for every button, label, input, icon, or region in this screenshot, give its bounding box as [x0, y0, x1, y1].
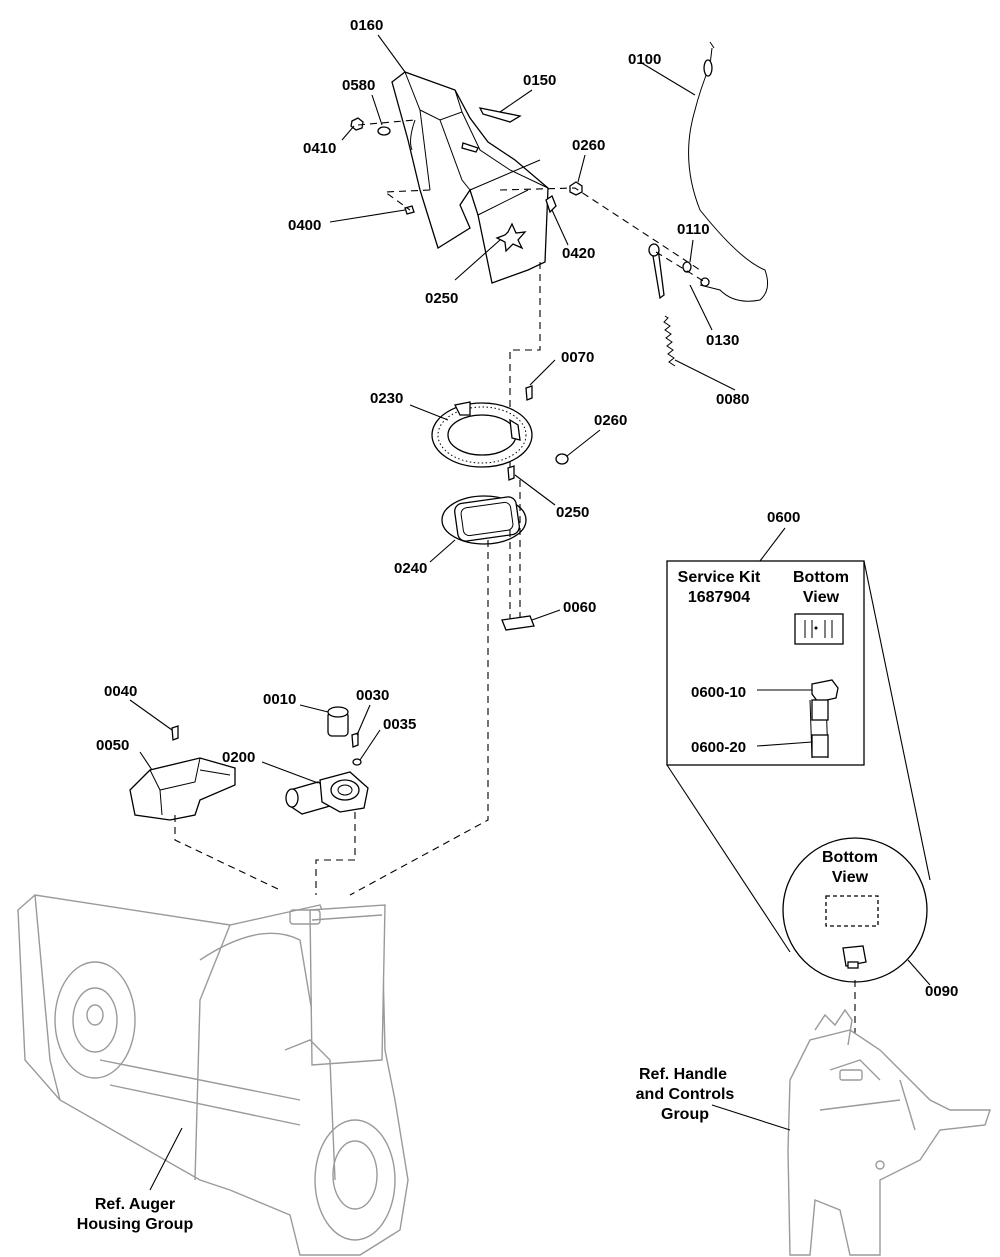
spring-0080-part [663, 315, 676, 367]
hardware-0035-washer [352, 758, 362, 766]
service-kit-bottom-label: Bottom [793, 569, 849, 586]
handle-controls-reference [787, 1008, 991, 1256]
clip-0060-part [501, 615, 535, 631]
chute-ring-0230-part [431, 401, 569, 468]
hardware-0420-bracket [545, 195, 557, 214]
callout-0600-20: 0600-20 [691, 739, 746, 756]
callout-0110: 0110 [677, 221, 710, 238]
callout-0030: 0030 [356, 687, 389, 704]
callout-0130: 0130 [706, 332, 739, 349]
service-kit-view-label: View [803, 589, 840, 606]
callout-0600-10: 0600-10 [691, 684, 746, 701]
auger-housing-reference [17, 894, 409, 1256]
rod-0130-part [648, 243, 710, 300]
hardware-0150-plate [461, 107, 522, 153]
hardware-0030-screw [351, 732, 359, 748]
callout-0250-upper: 0250 [425, 290, 458, 307]
detail-view-label: View [832, 869, 869, 886]
hardware-0250-screw [507, 465, 515, 481]
plate-0240-part [441, 495, 527, 545]
callout-0600: 0600 [767, 509, 800, 526]
ref-auger-line1: Ref. Auger [95, 1196, 175, 1213]
hardware-0410-nut [350, 117, 364, 131]
callout-0400: 0400 [288, 217, 321, 234]
hardware-0040-screw [171, 725, 179, 741]
callout-0080: 0080 [716, 391, 749, 408]
chute-deflector-part [391, 71, 549, 284]
callout-0070: 0070 [561, 349, 594, 366]
gear-0010-part [327, 706, 349, 737]
callout-0150: 0150 [523, 72, 556, 89]
callout-0090: 0090 [925, 983, 958, 1000]
motor-0200-part [285, 771, 369, 815]
callout-0250-lower: 0250 [556, 504, 589, 521]
cable-0100-part [688, 41, 769, 302]
callout-0580: 0580 [342, 77, 375, 94]
callout-0010: 0010 [263, 691, 296, 708]
callout-0035: 0035 [383, 716, 416, 733]
ref-handle-line2: and Controls [636, 1086, 735, 1103]
callout-0160: 0160 [350, 17, 383, 34]
service-kit-number: 1687904 [688, 589, 750, 606]
cover-0050-part [129, 757, 236, 821]
ref-auger-line2: Housing Group [77, 1216, 194, 1233]
callout-0410: 0410 [303, 140, 336, 157]
service-kit-title: Service Kit [678, 569, 761, 586]
callout-0060: 0060 [563, 599, 596, 616]
callout-0260-upper: 0260 [572, 137, 605, 154]
callout-0240: 0240 [394, 560, 427, 577]
callout-0040: 0040 [104, 683, 137, 700]
callout-0260-lower: 0260 [594, 412, 627, 429]
ref-handle-line3: Group [661, 1106, 709, 1123]
hardware-0070-screw [525, 385, 533, 401]
callout-0200: 0200 [222, 749, 255, 766]
callout-0420: 0420 [562, 245, 595, 262]
callout-0100: 0100 [628, 51, 661, 68]
ref-handle-line1: Ref. Handle [639, 1066, 727, 1083]
callout-0230: 0230 [370, 390, 403, 407]
detail-circle-0090 [782, 837, 928, 983]
hardware-0580-washer [377, 126, 391, 136]
service-kit-box [666, 560, 865, 766]
detail-bottom-label: Bottom [822, 849, 878, 866]
callout-0050: 0050 [96, 737, 129, 754]
